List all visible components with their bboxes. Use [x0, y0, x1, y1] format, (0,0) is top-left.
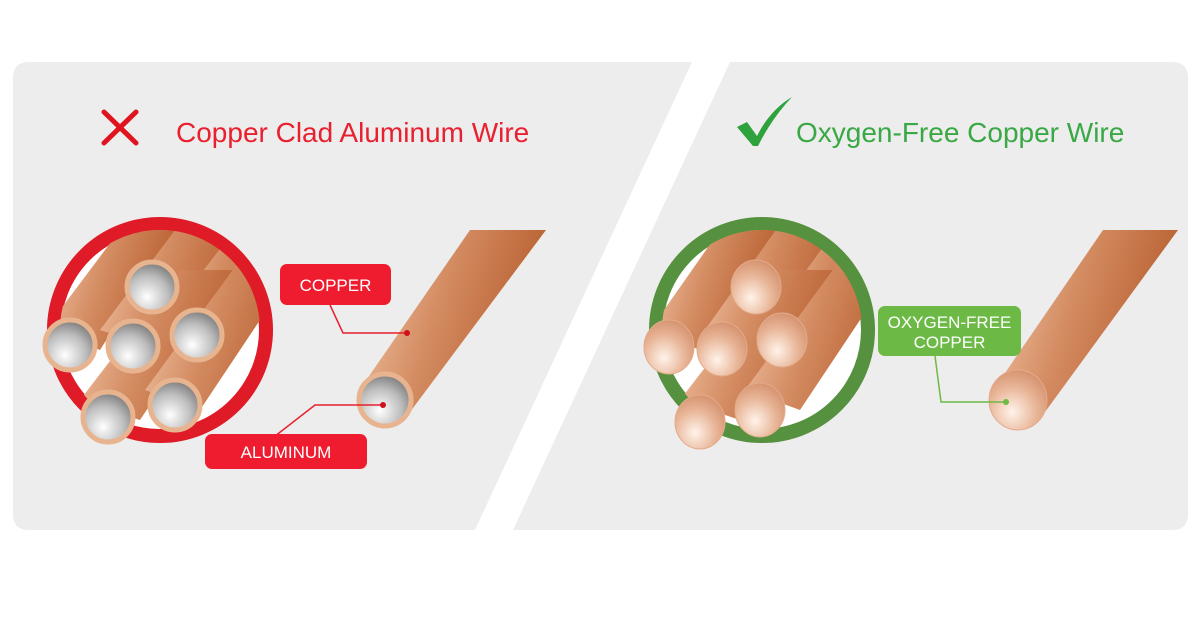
svg-text:ALUMINUM: ALUMINUM [241, 443, 332, 462]
svg-text:COPPER: COPPER [300, 276, 372, 295]
x-mark-icon [101, 109, 139, 146]
svg-text:COPPER: COPPER [914, 333, 986, 352]
oxygen-free-copper-label: OXYGEN-FREE COPPER [878, 306, 1021, 356]
ofc-single-wire [988, 230, 1178, 431]
cca-bundle-cross-section [42, 217, 273, 445]
svg-text:OXYGEN-FREE: OXYGEN-FREE [888, 313, 1012, 332]
right-title: Oxygen-Free Copper Wire [796, 117, 1124, 148]
copper-label: COPPER [280, 264, 391, 305]
ofc-bundle-cross-section [643, 217, 875, 450]
check-mark-icon [737, 97, 792, 146]
cca-single-wire [356, 230, 546, 429]
aluminum-label: ALUMINUM [205, 434, 367, 469]
left-title: Copper Clad Aluminum Wire [176, 117, 529, 148]
